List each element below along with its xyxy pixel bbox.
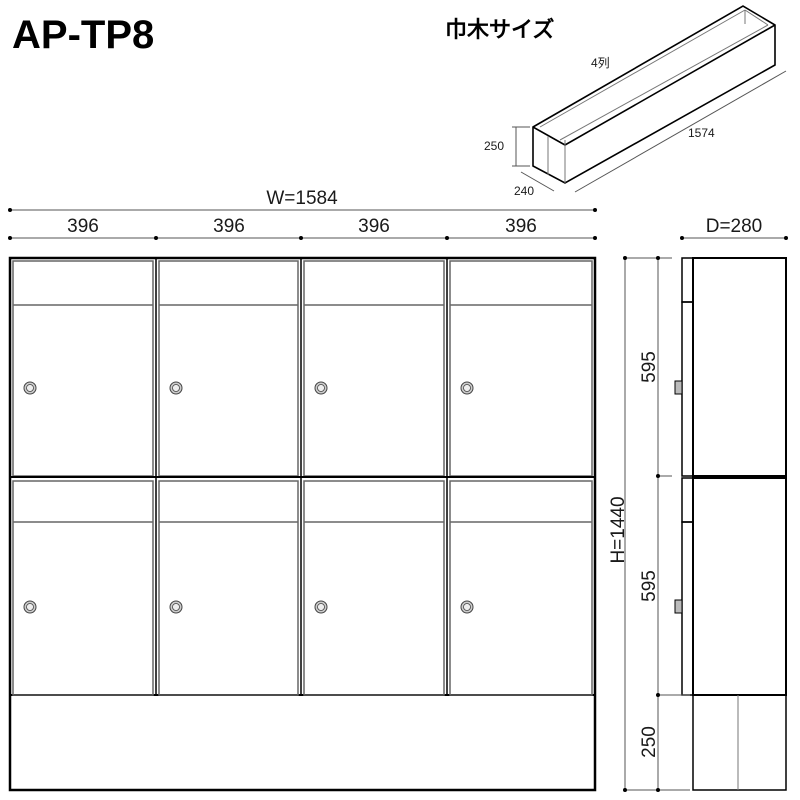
locker-door[interactable]: [449, 260, 593, 477]
lock-cylinder-icon: [172, 384, 180, 392]
lock-cylinder-icon: [26, 603, 34, 611]
lock-cylinder-icon: [26, 384, 34, 392]
total-width-label: W=1584: [266, 188, 338, 209]
column-width-label: 396: [505, 216, 537, 237]
lock-side-icon: [674, 380, 683, 395]
column-width-label: 396: [358, 216, 390, 237]
plinth-size-heading: 巾木サイズ: [445, 17, 554, 42]
column-width-label: 396: [67, 216, 99, 237]
locker-door[interactable]: [303, 260, 445, 477]
locker-door[interactable]: [303, 480, 445, 696]
plinth-side: [692, 694, 787, 791]
lock-cylinder-icon: [172, 603, 180, 611]
locker-door[interactable]: [158, 480, 299, 696]
locker-door[interactable]: [12, 480, 154, 696]
plinth-isometric: 巾木サイズ 4列 250 240 1574: [445, 5, 787, 198]
locker-door[interactable]: [158, 260, 299, 477]
plinth-depth-label: 240: [514, 184, 534, 198]
plinth-length-label: 1574: [688, 126, 715, 140]
depth-label: D=280: [706, 216, 763, 237]
front-view: [8, 256, 597, 792]
total-height-label: H=1440: [608, 496, 629, 563]
lock-cylinder-icon: [317, 384, 325, 392]
side-view: D=280 H=1440 595 595 250: [608, 216, 788, 792]
plinth-columns-label: 4列: [591, 56, 610, 70]
width-dimensions: W=1584 396 396 396 396: [8, 188, 597, 240]
locker-door[interactable]: [12, 260, 154, 477]
plinth-outline: [532, 5, 776, 184]
plinth-height-label: 250: [484, 139, 504, 153]
model-title: AP-TP8: [12, 13, 154, 57]
locker-door[interactable]: [449, 480, 593, 696]
plinth-height-label: 250: [639, 726, 660, 758]
cabinet-outline: [8, 256, 597, 792]
column-width-label: 396: [213, 216, 245, 237]
row-height-label: 595: [639, 351, 660, 383]
lock-cylinder-icon: [463, 384, 471, 392]
row-height-label: 595: [639, 570, 660, 602]
lock-side-icon: [674, 599, 683, 614]
lock-cylinder-icon: [317, 603, 325, 611]
lock-cylinder-icon: [463, 603, 471, 611]
